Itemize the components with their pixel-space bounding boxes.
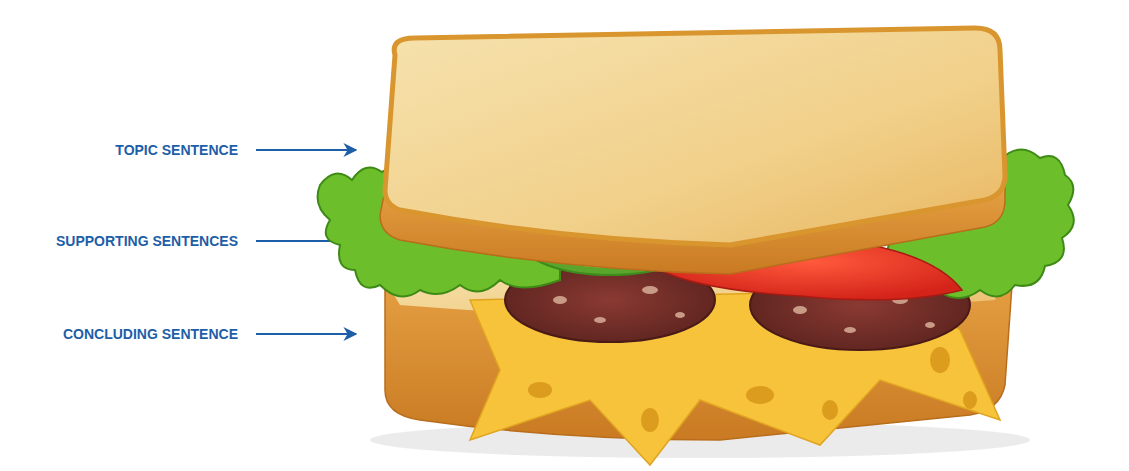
leader-arrow	[256, 149, 356, 151]
part-label: CONCLUDING SENTENCE	[63, 326, 238, 343]
cheese-holes	[528, 347, 977, 432]
top-bread	[385, 28, 1005, 245]
part-label: SUPPORTING SENTENCES	[56, 233, 238, 250]
leader-arrow	[256, 333, 356, 335]
part-label: TOPIC SENTENCE	[115, 142, 238, 159]
